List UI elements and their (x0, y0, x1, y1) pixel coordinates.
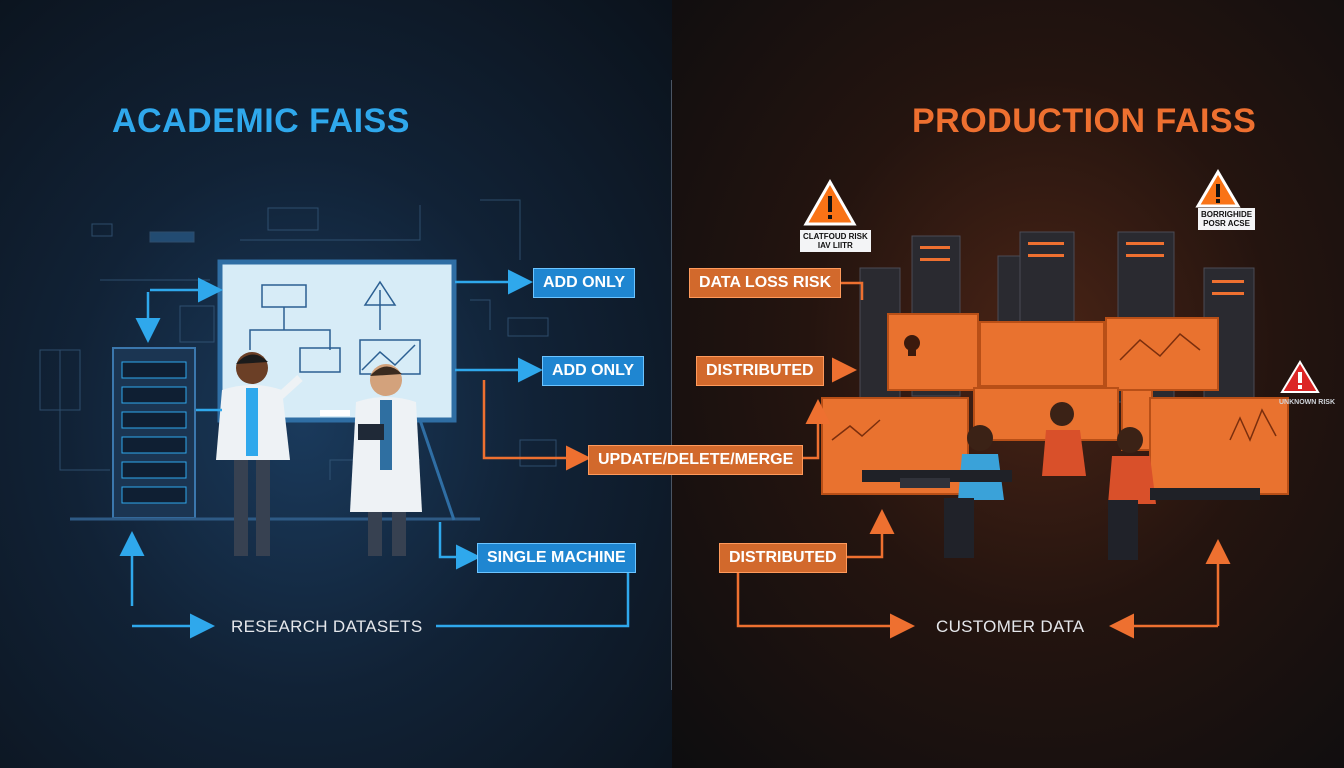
circuit-lines-left (39, 199, 557, 480)
center-divider (671, 80, 672, 690)
warning-sign-label-2: BORRIGHIDE POSR ACSE (1198, 208, 1256, 230)
warning-sign-label-1: CLATFOUD RISK IAV LIITR (800, 230, 871, 252)
scientist-figure-1 (216, 352, 303, 556)
update-delete-merge-tag: UPDATE/DELETE/MERGE (588, 445, 804, 475)
skull-icon (904, 335, 920, 356)
production-title: PRODUCTION FAISS (912, 102, 1257, 140)
customer-data-label: CUSTOMER DATA (936, 617, 1085, 636)
warning-triangle-icon (1280, 360, 1320, 393)
add-only-tag-1: ADD ONLY (533, 268, 636, 298)
distributed-tag-2: DISTRIBUTED (719, 543, 847, 573)
add-only-tag-2: ADD ONLY (542, 356, 645, 386)
data-loss-risk-tag: DATA LOSS RISK (689, 268, 842, 298)
academic-title: ACADEMIC FAISS (112, 102, 410, 140)
warning-triangle-icon (1195, 169, 1241, 208)
single-machine-tag: SINGLE MACHINE (477, 543, 636, 573)
research-datasets-label: RESEARCH DATASETS (231, 617, 423, 636)
blue-connectors (119, 269, 630, 639)
warning-triangle-icon (803, 178, 857, 226)
server-leds (920, 242, 1244, 295)
scientist-figure-2 (350, 364, 422, 556)
operator-figures (862, 402, 1260, 560)
monitor-graphs (831, 332, 1277, 442)
warning-sign-label-3: UNKNOWN RISK (1279, 399, 1335, 406)
distributed-tag-1: DISTRIBUTED (696, 356, 824, 386)
server-rack-icon (70, 347, 480, 521)
